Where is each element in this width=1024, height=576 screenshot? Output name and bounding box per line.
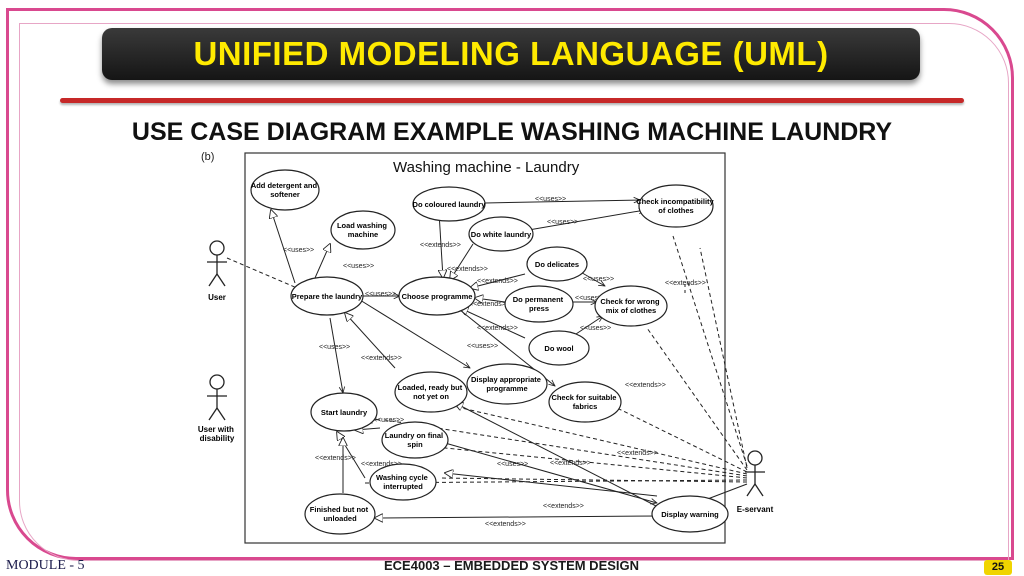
use-case-loaded-not-on: Loaded, ready but not yet on — [394, 371, 468, 413]
actor-user: User — [207, 240, 227, 302]
svg-text:Check for suitable fabri: Check for suitable fabrics — [551, 393, 618, 411]
svg-text:Finished but not unloade: Finished but not unloaded — [310, 505, 370, 523]
slide-frame-inner — [19, 23, 1009, 561]
svg-text:Do coloured laundry: Do coloured laundry — [413, 200, 487, 209]
label-extends-6: <<extends>> — [477, 325, 518, 332]
actor-disability-line2: disability — [200, 434, 235, 443]
actor-user-with-disability: User with disability — [198, 374, 236, 443]
label-uses-8: <<uses>> — [580, 325, 611, 332]
label-uses-10: <<uses>> — [467, 343, 498, 350]
label-extends-14: <<extends>> — [485, 521, 526, 528]
title-bar: UNIFIED MODELING LANGUAGE (UML) — [102, 28, 920, 80]
use-case-do-wool: Do wool — [528, 330, 590, 366]
slide-title: UNIFIED MODELING LANGUAGE (UML) — [193, 35, 829, 72]
label-extends-7: <<extends>> — [361, 355, 402, 362]
label-uses-11: <<uses>> — [373, 417, 404, 424]
label-uses-9: <<uses>> — [319, 344, 350, 351]
svg-text:Loaded, ready but not ye: Loaded, ready but not yet on — [398, 383, 465, 401]
use-case-check-incompatibility: Check incompatibility of clothes — [636, 184, 716, 228]
label-uses-2: <<uses>> — [343, 263, 374, 270]
label-uses-7: <<uses>> — [575, 295, 606, 302]
svg-text:Display appropriate prog: Display appropriate programme — [471, 375, 543, 393]
slide-subtitle: USE CASE DIAGRAM EXAMPLE WASHING MACHINE… — [131, 118, 893, 146]
use-case-start-laundry: Start laundry — [310, 392, 378, 432]
label-extends-13: <<extends>> — [543, 503, 584, 510]
footer-course: ECE4003 – EMBEDDED SYSTEM DESIGN — [384, 558, 640, 573]
use-case-diagram: (b) Washing machine - Laundry User User … — [198, 151, 774, 544]
label-extends-2: <<extends>> — [447, 266, 488, 273]
label-uses-12: <<uses>> — [497, 461, 528, 468]
use-case-add-detergent: Add detergent and softener — [250, 169, 320, 211]
actor-eservant-label: E-servant — [737, 505, 774, 514]
use-case-cycle-interrupted: Washing cycle interrupted — [369, 463, 437, 501]
actor-eservant: E-servant — [737, 450, 774, 514]
page-number: 25 — [984, 560, 1012, 575]
use-case-prepare-laundry: Prepare the laundry — [290, 276, 364, 316]
label-uses-5: <<uses>> — [365, 291, 396, 298]
label-uses-1: <<uses>> — [283, 247, 314, 254]
system-boundary — [244, 152, 726, 544]
use-case-permanent-press: Do permanent press — [504, 285, 574, 323]
actor-disability-line1: User with — [198, 425, 234, 434]
title-underline — [60, 98, 964, 103]
use-case-check-fabrics: Check for suitable fabrics — [548, 381, 622, 423]
label-extends-11: <<extends>> — [550, 460, 591, 467]
svg-text:Start laundry: Start laundry — [321, 408, 368, 417]
label-extends-12: <<extends>> — [617, 450, 658, 457]
svg-text:Washing cycle interrupte: Washing cycle interrupted — [376, 473, 430, 491]
label-uses-6: <<uses>> — [583, 276, 614, 283]
use-case-do-delicates: Do delicates — [526, 246, 588, 282]
label-uses-4: <<uses>> — [547, 219, 578, 226]
use-case-finished-not-unloaded: Finished but not unloaded — [304, 493, 376, 535]
svg-text:Add detergent and soften: Add detergent and softener — [251, 181, 319, 199]
svg-text:Load washing machine: Load washing machine — [337, 221, 389, 239]
relationship-labels: <<uses>> <<uses>> <<uses>> <<uses>> <<ex… — [283, 196, 706, 528]
use-case-check-wrong-mix: Check for wrong mix of clothes — [594, 285, 668, 327]
svg-text:Do delicates: Do delicates — [535, 260, 579, 269]
svg-text:Laundry on final spin: Laundry on final spin — [385, 431, 445, 449]
svg-text:Do white laundry: Do white laundry — [471, 230, 532, 239]
footer-module: MODULE - 5 — [6, 558, 85, 573]
label-extends-5: <<extends>> — [665, 280, 706, 287]
svg-text:Check for wrong mix of c: Check for wrong mix of clothes — [600, 297, 661, 315]
label-extends-4: <<extends>> — [469, 301, 510, 308]
svg-text:Prepare the laundry: Prepare the laundry — [292, 292, 363, 301]
use-case-white-laundry: Do white laundry — [468, 216, 534, 252]
label-extends-8: <<extends>> — [625, 382, 666, 389]
label-extends-1: <<extends>> — [420, 242, 461, 249]
label-extends-9: <<extends>> — [315, 455, 356, 462]
svg-text:Display warning: Display warning — [661, 510, 719, 519]
svg-text:Do wool: Do wool — [544, 344, 573, 353]
use-case-coloured-laundry: Do coloured laundry — [412, 186, 487, 222]
figure-label: (b) — [201, 151, 214, 163]
use-case-laundry-final-spin: Laundry on final spin — [381, 421, 449, 459]
use-case-display-warning: Display warning — [651, 495, 729, 533]
svg-text:Do permanent press: Do permanent press — [513, 295, 566, 313]
label-extends-10: <<extends>> — [361, 461, 402, 468]
use-case-load-machine: Load washing machine — [330, 210, 396, 250]
use-case-choose-programme: Choose programme — [398, 276, 476, 316]
label-uses-3: <<uses>> — [535, 196, 566, 203]
system-title: Washing machine - Laundry — [393, 159, 580, 176]
label-extends-3: <<extends>> — [477, 278, 518, 285]
svg-text:Check incompatibility of: Check incompatibility of clothes — [636, 197, 716, 215]
svg-text:Choose programme: Choose programme — [402, 292, 473, 301]
relationship-lines — [226, 200, 748, 518]
svg-text:User with disability: User with disability — [198, 425, 236, 443]
use-case-display-programme: Display appropriate programme — [466, 363, 548, 405]
actor-user-label: User — [208, 293, 226, 302]
